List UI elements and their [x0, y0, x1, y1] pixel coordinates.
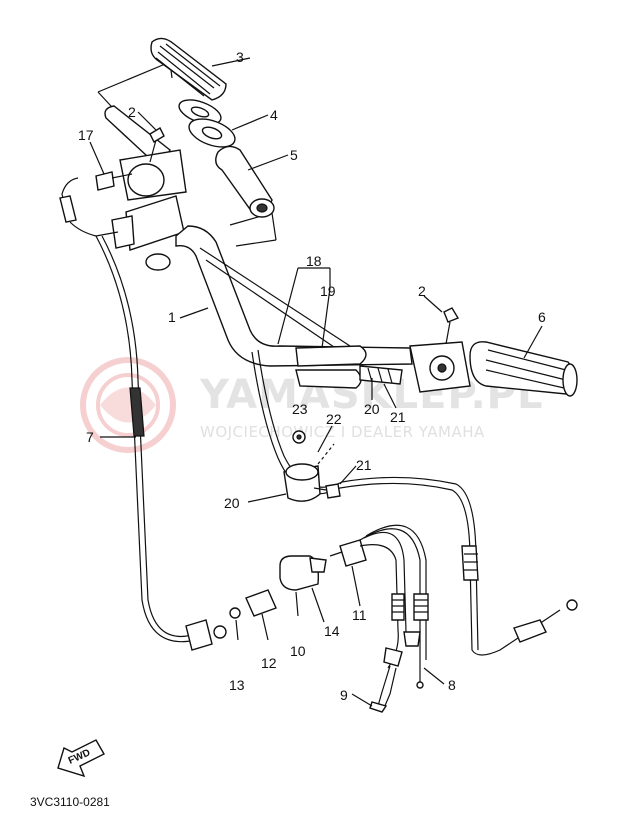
- leader-lines: [89, 57, 543, 707]
- right-grip: [469, 341, 578, 397]
- callout-5: 4: [270, 107, 278, 123]
- callout-8: 8: [448, 677, 456, 693]
- callout-22: 22: [326, 411, 342, 427]
- callout-9: 9: [340, 687, 348, 703]
- callout-12: 12: [261, 655, 277, 671]
- callout-2-left: 2: [128, 104, 136, 120]
- callout-14: 14: [324, 623, 340, 639]
- throttle-tube: [215, 145, 275, 218]
- callout-13: 13: [229, 677, 245, 693]
- callout-11: 11: [352, 607, 367, 623]
- callout-15: 17: [78, 127, 94, 143]
- watermark-logo-icon: [80, 357, 176, 453]
- callout-10: 10: [290, 643, 306, 659]
- fwd-arrow-icon: FWD: [57, 739, 105, 778]
- callout-16: 18: [306, 253, 322, 269]
- watermark-subtitle: WOJCIECHOWICZ I DEALER YAMAHA: [200, 423, 485, 441]
- callout-labels: 3 4 5 2 17 1 18 19 2 6 20 21 7 23 22 21 …: [78, 49, 546, 703]
- callout-20: 20: [224, 495, 240, 511]
- throttle-cable: [95, 235, 227, 651]
- callout-7: 7: [86, 429, 94, 445]
- left-grip: [150, 37, 227, 125]
- lever-holder: [359, 307, 471, 393]
- callout-18: 20: [364, 401, 380, 417]
- callout-6: 6: [538, 309, 546, 325]
- callout-4: 3: [236, 49, 244, 65]
- callout-17: 19: [320, 283, 336, 299]
- throttle-housing: [59, 105, 187, 271]
- callout-19: 21: [390, 409, 406, 425]
- callout-2-right: 2: [418, 283, 426, 299]
- grip-collar: [188, 118, 236, 148]
- part-code: 3VC3110-0281: [30, 795, 110, 809]
- callout-1: 1: [168, 309, 176, 325]
- callout-23: 23: [292, 401, 308, 417]
- callout-21: 21: [356, 457, 372, 473]
- cable-junction: [229, 524, 429, 713]
- handlebar: [175, 225, 413, 389]
- callout-3: 5: [290, 147, 298, 163]
- cable-clamp: [283, 430, 341, 502]
